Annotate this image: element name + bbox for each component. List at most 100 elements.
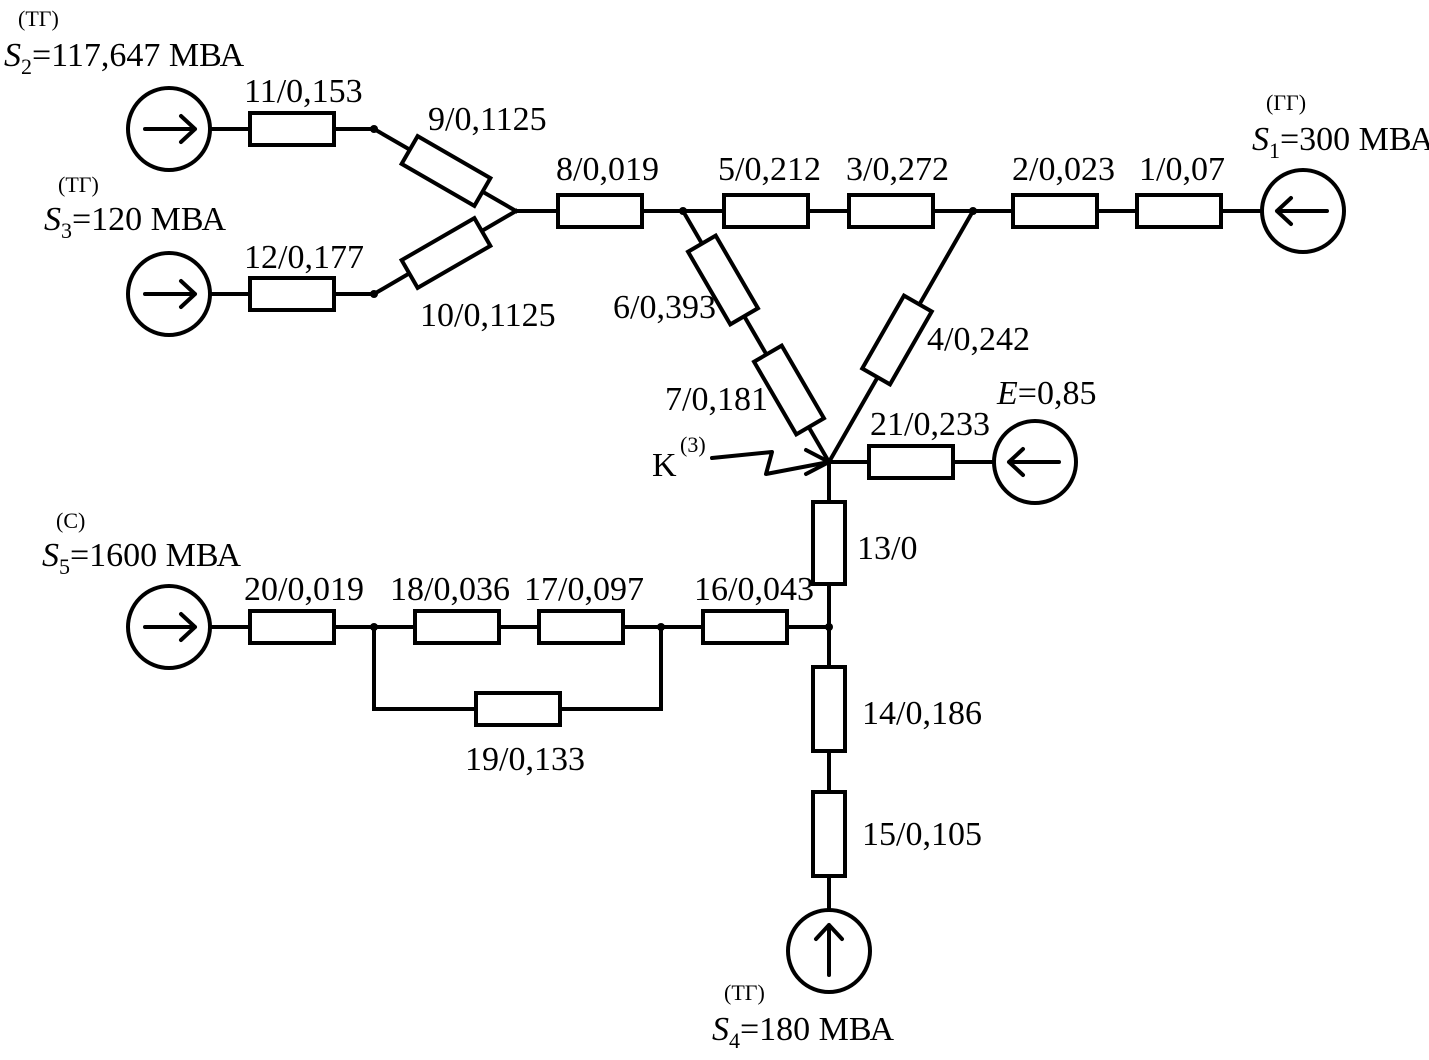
resistor-labels: 11/0,153 9/0,1125 12/0,177 10/0,1125 8/0… bbox=[244, 73, 1225, 853]
source-type: (ТГ) bbox=[724, 980, 765, 1005]
resistor-18 bbox=[413, 609, 501, 645]
label-resistor-17: 17/0,097 bbox=[524, 571, 644, 608]
junction-node bbox=[370, 125, 378, 133]
svg-text:E=0,85: E=0,85 bbox=[996, 375, 1096, 412]
source-type: (ТГ) bbox=[18, 6, 59, 31]
resistor-21 bbox=[867, 444, 955, 480]
source-symbol: S bbox=[1252, 121, 1269, 158]
resistor-16 bbox=[701, 609, 789, 645]
svg-text:S4=180 МВА: S4=180 МВА bbox=[712, 1011, 894, 1053]
arrow-right-icon bbox=[143, 612, 197, 642]
arrow-up-icon bbox=[814, 923, 844, 977]
source-label-s5: (С) S5=1600 МВА bbox=[42, 508, 241, 579]
source-type: (С) bbox=[56, 508, 85, 533]
source-label-e: E=0,85 bbox=[996, 375, 1096, 412]
resistors bbox=[248, 111, 1223, 878]
fault-superscript: (3) bbox=[680, 432, 706, 457]
junctions bbox=[370, 125, 977, 631]
source-symbol: S bbox=[42, 537, 59, 574]
label-resistor-1: 1/0,07 bbox=[1139, 151, 1225, 188]
source-subscript: 1 bbox=[1269, 138, 1280, 163]
label-resistor-14: 14/0,186 bbox=[862, 695, 982, 732]
source-subscript: 5 bbox=[59, 554, 70, 579]
label-resistor-5: 5/0,212 bbox=[718, 151, 821, 188]
generator-s5 bbox=[126, 584, 212, 670]
junction-node bbox=[370, 290, 378, 298]
resistor-2 bbox=[1011, 193, 1099, 229]
arrow-right-icon bbox=[143, 114, 197, 144]
resistor-13 bbox=[811, 500, 847, 586]
label-resistor-6: 6/0,393 bbox=[613, 289, 716, 326]
label-resistor-21: 21/0,233 bbox=[870, 406, 990, 443]
svg-text:S5=1600 МВА: S5=1600 МВА bbox=[42, 537, 241, 579]
resistor-19 bbox=[474, 691, 562, 727]
source-type: (ТГ) bbox=[58, 172, 99, 197]
label-resistor-8: 8/0,019 bbox=[556, 151, 659, 188]
junction-node bbox=[825, 623, 833, 631]
label-resistor-10: 10/0,1125 bbox=[420, 297, 556, 334]
wires bbox=[208, 126, 1264, 912]
source-symbol: S bbox=[712, 1011, 729, 1048]
source-label-s2: (ТГ) S2=117,647 МВА bbox=[4, 6, 245, 79]
source-label-s3: (ТГ) S3=120 МВА bbox=[44, 172, 226, 243]
resistor-11 bbox=[248, 111, 336, 147]
label-resistor-3: 3/0,272 bbox=[846, 151, 949, 188]
label-resistor-9: 9/0,1125 bbox=[428, 101, 547, 138]
resistor-5 bbox=[722, 193, 810, 229]
label-resistor-11: 11/0,153 bbox=[244, 73, 363, 110]
resistor-17 bbox=[537, 609, 625, 645]
junction-node bbox=[657, 623, 665, 631]
resistor-12 bbox=[248, 276, 336, 312]
generator-s4 bbox=[786, 908, 872, 994]
fault-symbol: K (3) bbox=[652, 432, 831, 484]
label-resistor-19: 19/0,133 bbox=[465, 741, 585, 778]
source-value: =117,647 МВА bbox=[32, 37, 245, 74]
generator-s1 bbox=[1260, 168, 1346, 254]
svg-text:S2=117,647 МВА: S2=117,647 МВА bbox=[4, 37, 245, 79]
resistor-6 bbox=[685, 232, 761, 328]
label-resistor-12: 12/0,177 bbox=[244, 239, 364, 276]
source-symbol: S bbox=[44, 201, 61, 238]
arrow-left-icon bbox=[1275, 196, 1329, 226]
arrow-left-icon bbox=[1007, 447, 1061, 477]
resistor-9 bbox=[398, 133, 494, 209]
label-resistor-2: 2/0,023 bbox=[1012, 151, 1115, 188]
label-resistor-15: 15/0,105 bbox=[862, 816, 982, 853]
source-value: =300 МВА bbox=[1280, 121, 1429, 158]
label-resistor-13: 13/0 bbox=[857, 530, 917, 567]
source-value: =180 МВА bbox=[740, 1011, 894, 1048]
fault-arrowhead-icon bbox=[804, 448, 831, 476]
source-value: =1600 МВА bbox=[70, 537, 241, 574]
resistor-14 bbox=[811, 665, 847, 753]
junction-node bbox=[679, 207, 687, 215]
resistor-1 bbox=[1135, 193, 1223, 229]
resistor-7 bbox=[751, 342, 827, 438]
resistor-15 bbox=[811, 790, 847, 878]
arrow-right-icon bbox=[143, 279, 197, 309]
label-resistor-7: 7/0,181 bbox=[665, 381, 768, 418]
label-resistor-20: 20/0,019 bbox=[244, 571, 364, 608]
fault-letter: K bbox=[652, 447, 677, 484]
source-subscript: 2 bbox=[21, 54, 32, 79]
source-label-s4: (ТГ) S4=180 МВА bbox=[712, 980, 894, 1053]
source-type: (ГГ) bbox=[1266, 90, 1306, 115]
source-subscript: 4 bbox=[729, 1028, 740, 1053]
junction-node bbox=[370, 623, 378, 631]
resistor-10 bbox=[398, 215, 494, 291]
svg-text:S3=120 МВА: S3=120 МВА bbox=[44, 201, 226, 243]
svg-text:S1=300 МВА: S1=300 МВА bbox=[1252, 121, 1429, 163]
generator-e bbox=[992, 419, 1078, 505]
resistor-20 bbox=[248, 609, 336, 645]
label-resistor-16: 16/0,043 bbox=[694, 571, 814, 608]
source-value: =120 МВА bbox=[72, 201, 226, 238]
source-label-s1: (ГГ) S1=300 МВА bbox=[1252, 90, 1429, 163]
source-value: =0,85 bbox=[1018, 375, 1097, 412]
label-resistor-4: 4/0,242 bbox=[927, 321, 1030, 358]
label-resistor-18: 18/0,036 bbox=[390, 571, 510, 608]
resistor-3 bbox=[847, 193, 935, 229]
source-symbol: E bbox=[996, 375, 1018, 412]
fault-zigzag-icon bbox=[710, 450, 831, 476]
resistor-4 bbox=[859, 292, 935, 388]
source-subscript: 3 bbox=[61, 218, 72, 243]
